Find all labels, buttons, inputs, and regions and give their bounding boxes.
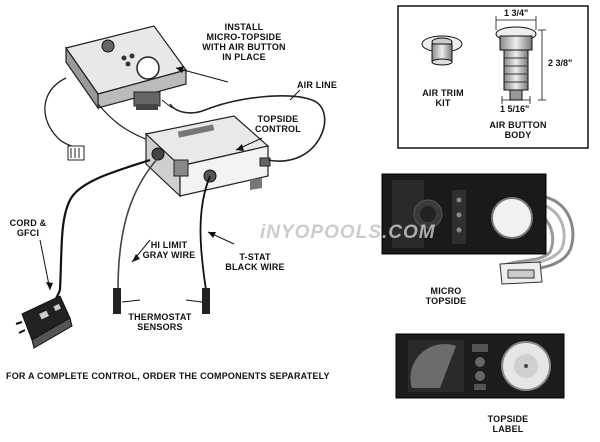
- air-trim-kit-drawing: [421, 35, 463, 66]
- hi-limit-sensor: [113, 288, 121, 314]
- label-cord-gfci: CORD & GFCI: [9, 218, 47, 238]
- label-thermostat-sensors: THERMOSTAT SENSORS: [128, 312, 192, 332]
- air-button-body-drawing: [495, 26, 537, 101]
- label-topside-control: TOPSIDE CONTROL: [255, 114, 301, 134]
- watermark-text: iNYOPOOLS.COM: [260, 222, 436, 243]
- label-install: INSTALL MICRO-TOPSIDE WITH AIR BUTTON IN…: [202, 22, 286, 62]
- label-air-button-body: AIR BUTTON BODY: [489, 120, 547, 140]
- label-air-line: AIR LINE: [296, 80, 338, 90]
- tstat-sensor: [202, 288, 210, 314]
- air-button-inset-frame: [397, 5, 589, 149]
- dim-body: 1 5/16": [500, 104, 530, 114]
- dim-height: 2 3/8": [548, 58, 573, 68]
- topside-plug-icon: [67, 145, 85, 161]
- label-topside-label: TOPSIDE LABEL: [487, 414, 529, 434]
- topside-label-photo: [395, 333, 565, 399]
- gfci-plug-icon: [15, 295, 73, 349]
- micro-topside-sketch: [65, 25, 187, 110]
- label-hi-limit: HI LIMIT GRAY WIRE: [142, 240, 196, 260]
- label-micro-topside: MICRO TOPSIDE: [425, 286, 467, 306]
- topside-control-box: [144, 115, 271, 198]
- micro-topside-photo: [381, 173, 575, 285]
- label-air-trim-kit: AIR TRIM KIT: [422, 88, 464, 108]
- footer-note: FOR A COMPLETE CONTROL, ORDER THE COMPON…: [6, 371, 330, 381]
- dim-width: 1 3/4": [504, 8, 529, 18]
- label-tstat: T-STAT BLACK WIRE: [225, 252, 285, 272]
